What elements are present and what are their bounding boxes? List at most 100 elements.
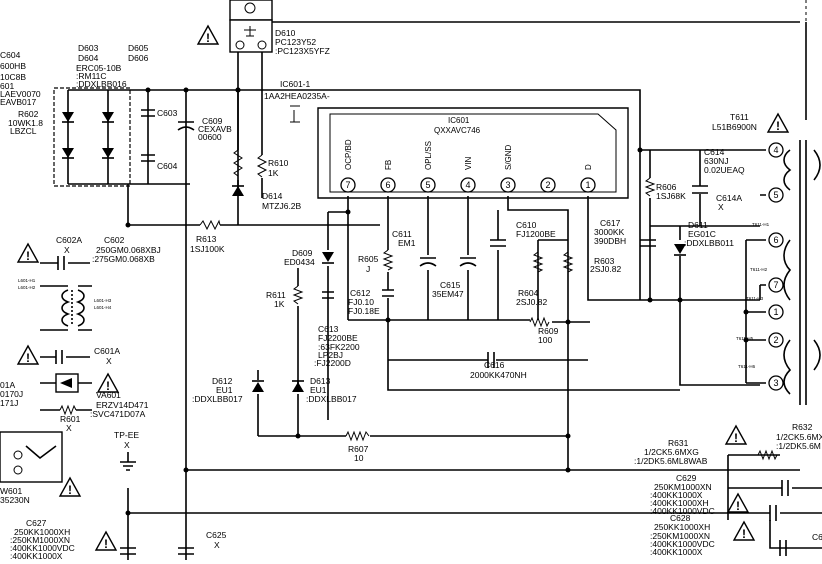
t611-pin-number-3: 3 <box>773 378 778 388</box>
warning-icon-c628: ! <box>732 520 756 541</box>
c6-right-symbol <box>779 540 787 556</box>
tpee-ground <box>120 452 136 471</box>
t611-pin-number-6: 6 <box>773 235 778 245</box>
coil-label-4: L601-H4 <box>94 305 112 310</box>
r601-symbol <box>59 404 77 416</box>
c614-symbol <box>692 185 708 194</box>
c613-val4: :FJ2200D <box>314 358 351 368</box>
c612-val2: FJ0.18E <box>348 306 380 316</box>
c628-symbol <box>769 505 777 521</box>
va601-val: ERZV14D471 <box>96 400 149 410</box>
r610-label: R610 <box>268 158 289 168</box>
c628-v1: 250KK1000XH <box>654 522 710 532</box>
c615-label: C615 <box>440 280 461 290</box>
bridge-rectifier <box>53 87 190 187</box>
c627-v1: 250KK1000XH <box>14 527 70 537</box>
va601-val2: :SVC471D07A <box>90 409 146 419</box>
c609-label: C609 <box>202 116 223 126</box>
r609-val: 100 <box>538 335 552 345</box>
ic601-pin-circle-6 <box>380 177 396 193</box>
c603-label: C603 <box>157 108 178 118</box>
c628-label: C628 <box>670 513 691 523</box>
pin1-wire <box>587 196 640 301</box>
r605-label: R605 <box>358 254 379 264</box>
r609-wire <box>348 319 590 323</box>
bridge-part-b: :RM11C <box>76 71 107 81</box>
ic601-pin-number-3: 3 <box>505 180 510 190</box>
r611-label: R611 <box>266 290 286 300</box>
svg-text:!: ! <box>734 431 738 445</box>
c604-label: C604 <box>157 161 178 171</box>
bridge-part-c: :DDXLBB016 <box>76 79 127 89</box>
c628-v4: :400KK1000X <box>650 547 703 557</box>
svg-text:!: ! <box>206 31 210 45</box>
c629-symbol <box>781 480 789 496</box>
r607-label: R607 <box>348 444 369 454</box>
ic601-part: QXXAVC746 <box>434 126 481 135</box>
c613-label: C613 <box>318 324 339 334</box>
r632-val2: :1/2DK5.6M <box>776 441 821 451</box>
tpee-val: X <box>124 440 130 450</box>
d601a-val: 0170J <box>0 389 23 399</box>
ground-rail <box>185 184 800 560</box>
c612-symbol <box>382 289 394 297</box>
c629-v4: :400KK1000VDC <box>650 506 715 516</box>
r604-val: 2SJ0.82 <box>516 297 547 307</box>
r613-symbol <box>199 219 221 231</box>
c616-symbol <box>487 352 495 368</box>
t611-h6: T611-H6 <box>738 364 756 369</box>
bridge-refs-a: D603 <box>78 43 99 53</box>
c603-symbol <box>141 109 155 117</box>
c616-val: 2000KK470NH <box>470 370 527 380</box>
c617-val2: 390DBH <box>594 236 626 246</box>
t611-pin-number-2: 2 <box>773 335 778 345</box>
ic601-pin-circle-2 <box>540 177 556 193</box>
d612-val2: :DDXLBB017 <box>192 394 243 404</box>
svg-text:!: ! <box>26 351 30 365</box>
d609-val: ED0434 <box>284 257 315 267</box>
c601a-symbol <box>55 350 63 364</box>
c628-v3: :400KK1000VDC <box>650 539 715 549</box>
pin3-wire <box>507 196 569 330</box>
r607-symbol <box>345 430 370 442</box>
t611-winding-b <box>783 239 792 301</box>
r607-val: 10 <box>354 453 364 463</box>
bridge-refs-d: D606 <box>128 53 149 63</box>
t611-core <box>799 140 807 405</box>
d611-symbol <box>674 244 686 254</box>
c625-label: C625 <box>206 530 227 540</box>
d610-part-a: PC123Y52 <box>275 37 316 47</box>
r605-symbol <box>382 249 394 271</box>
d613-symbol <box>292 382 304 392</box>
left-line-4: LAEV0070 <box>0 89 41 99</box>
t611-pin-circle-7 <box>768 277 784 293</box>
c609-val: CEXAVB <box>198 124 232 134</box>
r631-symbol <box>757 449 778 461</box>
r631-label: R631 <box>668 438 689 448</box>
r613-label: R613 <box>196 234 217 244</box>
t611-label: T611 <box>730 112 749 122</box>
d611-wire <box>640 226 760 301</box>
warning-icon-va601: ! <box>96 372 120 393</box>
c610-symbol <box>490 239 506 247</box>
ic601-pin-name-3: S/GND <box>504 144 513 170</box>
c610-val: FJ1200BE <box>516 229 556 239</box>
d610-part-b: :PC123X5YFZ <box>275 46 330 56</box>
r602-label: R602 <box>18 109 39 119</box>
va601-label: VA601 <box>96 390 121 400</box>
ic601-1-label: IC601-1 <box>280 79 311 89</box>
r606-label: R606 <box>656 182 677 192</box>
r609-label: R609 <box>538 326 559 336</box>
c611-val: EM1 <box>398 238 416 248</box>
c602-label: C602 <box>104 235 125 245</box>
svg-text:!: ! <box>68 483 72 497</box>
d601a-val2: 171J <box>0 398 18 408</box>
c629-v3: :400KK1000XH <box>650 498 709 508</box>
c613-symbol <box>322 291 334 299</box>
ic601-1-symbol <box>290 105 300 123</box>
warning-icon-left-2: ! <box>16 344 40 365</box>
svg-text:!: ! <box>26 249 30 263</box>
fb-return-wire <box>387 320 680 391</box>
c629-v2: :400KK1000X <box>650 490 703 500</box>
